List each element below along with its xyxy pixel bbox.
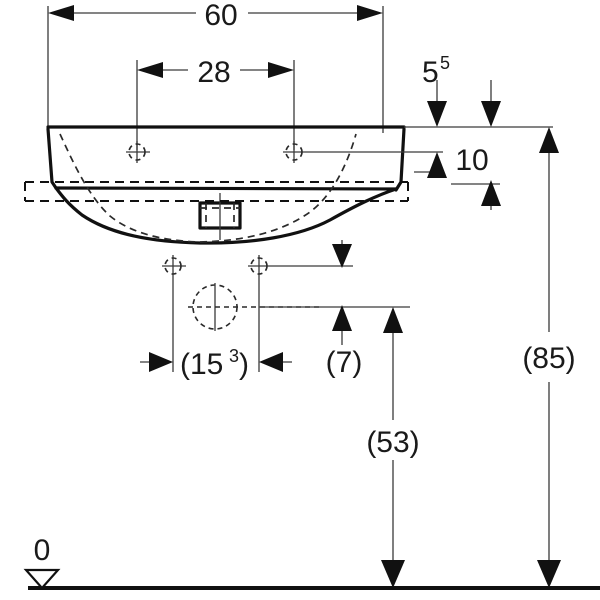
- waste-offset-dimension: (15 3 ): [140, 346, 292, 381]
- total-height-dimension: (85): [522, 127, 576, 588]
- extension-lines: [47, 6, 384, 150]
- fixing-hole-left-crosshair: [162, 255, 186, 372]
- rim-top-offset-dimension: 5 5: [422, 53, 450, 127]
- tap-hole-left-crosshair: [126, 141, 150, 163]
- waste-offset-label: (15: [180, 348, 223, 381]
- tap-hole-right-crosshair: [283, 141, 443, 163]
- washbasin-cross-section: [46, 125, 406, 245]
- rim-top-offset-superscript: 5: [440, 53, 450, 73]
- tap-hole-spacing-label: 28: [197, 56, 230, 89]
- floor-datum-label: 0: [34, 534, 51, 567]
- cabinet-dashed-outline: [24, 181, 409, 202]
- mount-height-label: (53): [366, 426, 419, 459]
- rim-top-offset-label: 5: [422, 56, 439, 89]
- floor-datum-marker: 0: [23, 534, 61, 590]
- waste-offset-label-end: ): [239, 348, 249, 381]
- total-height-label: (85): [522, 342, 575, 375]
- bracket-offset-label: (7): [326, 346, 363, 379]
- rim-depth-label: 10: [455, 144, 488, 177]
- waste-offset-superscript: 3: [229, 346, 239, 366]
- bracket-offset-dimension: (7): [326, 240, 363, 379]
- rim-depth-dimension: 10: [414, 144, 501, 210]
- overall-width-dimension: 60: [48, 0, 383, 32]
- rim-top-offset-second-arrow: [481, 80, 501, 127]
- mount-height-dimension: (53): [366, 307, 420, 588]
- waste-pipe-circle: [188, 283, 410, 331]
- fixing-hole-right-crosshair: [248, 255, 353, 372]
- tap-hole-spacing-dimension: 28: [137, 56, 294, 89]
- overall-width-label: 60: [204, 0, 237, 32]
